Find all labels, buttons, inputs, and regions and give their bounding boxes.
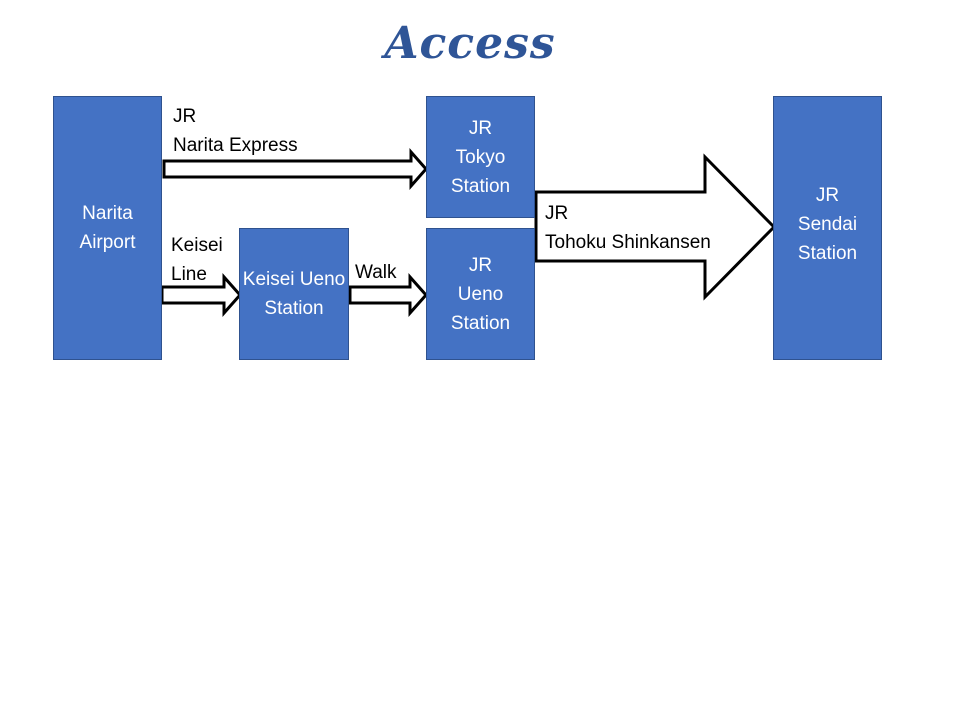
- node-label-line: Sendai: [797, 214, 858, 235]
- edge-label-line: Walk: [355, 262, 397, 283]
- node-label-line: Tokyo: [455, 146, 506, 168]
- page-title: Access: [384, 18, 556, 69]
- edge-label-line: Keisei: [171, 235, 223, 256]
- jr-tokyo-station-box: JR Tokyo Station: [426, 96, 535, 218]
- walk-arrow: [348, 273, 429, 317]
- edge-label-line: JR: [545, 203, 569, 224]
- edge-label-line: Line: [171, 264, 207, 285]
- node-label-line: Narita: [82, 203, 133, 224]
- node-label-line: Keisei Ueno: [242, 269, 346, 290]
- node-label-line: Station: [450, 312, 511, 334]
- keisei-line-label: Keisei Line: [171, 231, 223, 289]
- narita-airport-box: Narita Airport: [53, 96, 162, 360]
- narita-express-arrow: [162, 148, 429, 190]
- walk-label: Walk: [355, 258, 397, 287]
- jr-sendai-station-box: JR Sendai Station: [773, 96, 882, 360]
- edge-label-line: Narita Express: [173, 135, 298, 156]
- keisei-line-arrow: [160, 273, 243, 317]
- node-label-line: JR: [468, 254, 493, 276]
- node-label-line: Station: [264, 298, 324, 319]
- node-label-line: JR: [468, 117, 493, 139]
- node-label-line: Station: [797, 243, 858, 264]
- node-label-line: Ueno: [457, 283, 504, 305]
- node-label-line: Station: [450, 175, 511, 197]
- narita-express-label: JR Narita Express: [173, 102, 298, 160]
- node-label-line: JR: [815, 185, 840, 206]
- node-label-line: Airport: [79, 232, 136, 253]
- edge-label-line: JR: [173, 106, 197, 127]
- tohoku-shinkansen-label: JR Tohoku Shinkansen: [545, 199, 711, 257]
- keisei-ueno-station-box: Keisei Ueno Station: [239, 228, 349, 360]
- edge-label-line: Tohoku Shinkansen: [545, 232, 711, 253]
- jr-ueno-station-box: JR Ueno Station: [426, 228, 535, 360]
- tohoku-shinkansen-arrow: [534, 153, 777, 301]
